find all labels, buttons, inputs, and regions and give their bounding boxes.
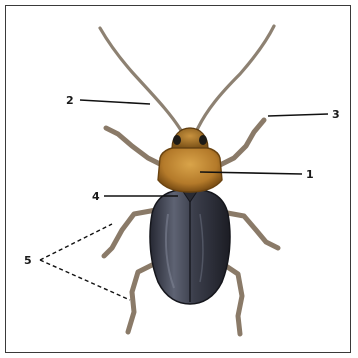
callout-label-4: 4 <box>92 190 100 203</box>
antenna-group <box>100 26 274 132</box>
callout-label-3: 3 <box>332 108 340 121</box>
head <box>172 128 208 148</box>
callout-label-2: 2 <box>66 94 74 107</box>
rear-left-leg <box>128 262 158 332</box>
front-left-leg <box>106 128 168 168</box>
leader-line-3 <box>268 114 328 116</box>
right-eye <box>199 135 207 145</box>
callout-label-5: 5 <box>24 254 32 267</box>
left-eye <box>173 135 181 145</box>
leader-line-2 <box>80 100 150 104</box>
elytra <box>150 190 230 304</box>
leader-line-5b <box>40 260 130 300</box>
middle-left-leg <box>104 210 156 256</box>
leader-line-5a <box>40 224 112 260</box>
front-right-leg <box>214 120 264 168</box>
callout-label-1: 1 <box>306 168 314 181</box>
pronotum <box>158 146 222 192</box>
left-antenna <box>100 28 182 132</box>
right-antenna <box>196 26 274 132</box>
